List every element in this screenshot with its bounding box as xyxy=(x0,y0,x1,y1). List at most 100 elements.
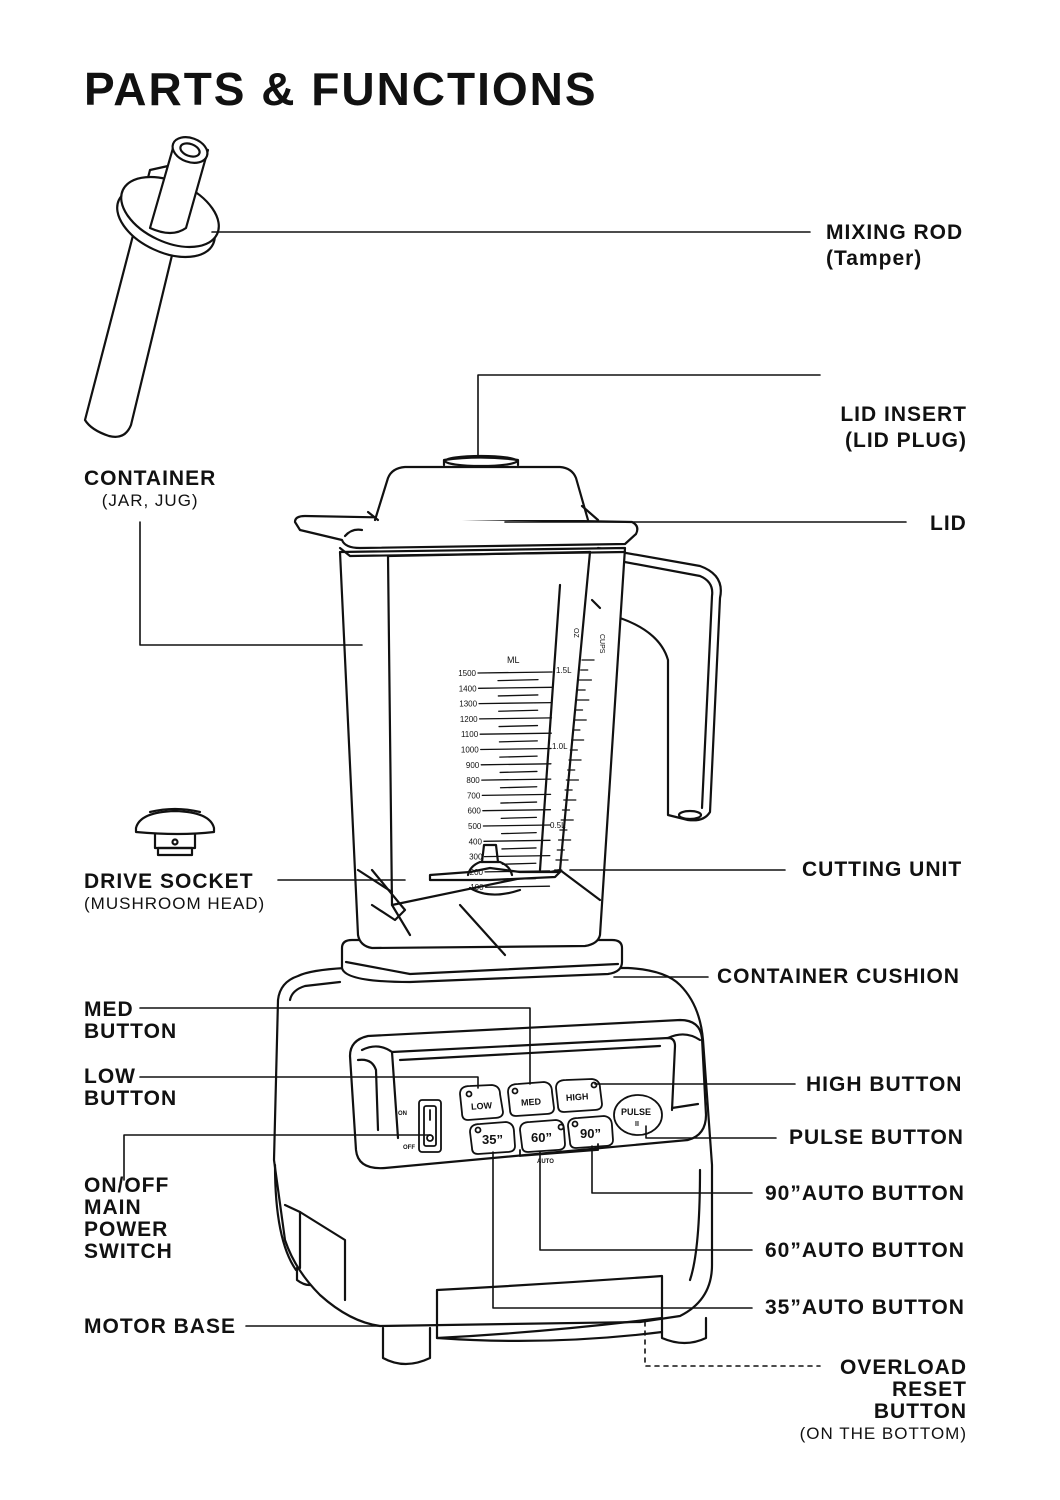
leader-auto35 xyxy=(492,1151,753,1309)
high-button-label: HIGH xyxy=(566,1091,589,1103)
label-drive-socket: DRIVE SOCKET (MUSHROOM HEAD) xyxy=(84,870,266,914)
label-drive-socket-sub: (MUSHROOM HEAD) xyxy=(84,894,266,914)
ml-tick xyxy=(482,824,551,827)
drive-socket-illustration xyxy=(134,807,216,857)
ml-tick xyxy=(480,763,552,766)
auto35-button[interactable] xyxy=(469,1121,516,1155)
leader-lines xyxy=(123,231,907,1367)
ml-half-tick xyxy=(499,770,538,774)
med-button[interactable] xyxy=(507,1081,555,1117)
auto90-button[interactable] xyxy=(567,1115,614,1149)
control-panel xyxy=(418,1078,663,1157)
auto-panel-label: AUTO xyxy=(537,1159,554,1165)
leader-auto90 xyxy=(591,1145,753,1194)
ml-mark-label: 400 xyxy=(469,837,483,846)
power-switch[interactable] xyxy=(418,1099,442,1153)
ml-half-tick xyxy=(500,832,537,835)
scale-unit-oz: OZ xyxy=(572,628,579,638)
switch-off-label: OFF xyxy=(403,1145,415,1151)
label-low-button: LOW BUTTON xyxy=(84,1065,178,1111)
ml-half-tick xyxy=(501,847,537,850)
switch-on-label: ON xyxy=(398,1111,407,1117)
scale-text: ML OZ CUPS 15001400130012001100100090080… xyxy=(458,628,605,892)
ml-half-tick xyxy=(499,755,538,758)
ml-tick xyxy=(481,793,552,797)
ml-half-tick xyxy=(499,786,538,789)
measurement-scale xyxy=(477,659,595,888)
ml-mark-label: 300 xyxy=(469,853,483,862)
ml-mark-label: 200 xyxy=(470,868,484,877)
ml-mark-label: 700 xyxy=(467,791,481,800)
ml-mark-label: 1000 xyxy=(461,746,479,755)
ml-mark-label: 1300 xyxy=(459,700,477,709)
label-med-button: MED BUTTON xyxy=(84,998,178,1044)
label-cutting-unit: CUTTING UNIT xyxy=(802,858,963,881)
container-cushion-illustration xyxy=(340,938,624,984)
label-auto35-button: 35”AUTO BUTTON xyxy=(765,1296,965,1319)
label-overload-reset: OVERLOAD RESET BUTTON (ON THE BOTTOM) xyxy=(799,1356,967,1444)
ml-tick xyxy=(484,885,551,888)
label-container-sub: (JAR, JUG) xyxy=(101,491,199,511)
high-button[interactable] xyxy=(555,1078,603,1113)
low-button[interactable] xyxy=(459,1084,504,1121)
leader-overload-reset xyxy=(644,1321,821,1367)
label-lid-insert: LID INSERT (LID PLUG) xyxy=(840,402,967,455)
low-button-label: LOW xyxy=(471,1100,493,1111)
leader-power xyxy=(123,1134,431,1181)
leader-lid-insert xyxy=(477,374,821,456)
label-container: CONTAINER (JAR, JUG) xyxy=(84,467,217,511)
leader-auto60 xyxy=(539,1151,753,1251)
label-auto90-button: 90”AUTO BUTTON xyxy=(765,1182,965,1205)
ml-tick xyxy=(483,854,551,858)
leader-low xyxy=(139,1076,479,1089)
ml-mark-label: 600 xyxy=(468,807,482,816)
ml-mark-label: 1100 xyxy=(461,730,479,739)
label-auto60-button: 60”AUTO BUTTON xyxy=(765,1239,965,1262)
label-mixing-rod: MIXING ROD (Tamper) xyxy=(826,221,964,271)
ml-mark-label: 1400 xyxy=(459,684,477,693)
ml-mark-label: 900 xyxy=(466,761,480,770)
ml-tick xyxy=(478,701,553,705)
ml-half-tick xyxy=(500,801,538,804)
ml-mark-label: 100 xyxy=(470,883,484,892)
label-on-off-switch: ON/OFF MAIN POWER SWITCH xyxy=(84,1174,173,1264)
ml-tick xyxy=(478,717,553,720)
ml-tick xyxy=(484,870,551,873)
liter-mark-label: 0.5L xyxy=(550,821,566,830)
auto60-button[interactable] xyxy=(519,1119,566,1153)
ml-half-tick xyxy=(498,709,539,712)
ml-mark-label: 1500 xyxy=(458,669,476,678)
liter-mark-label: 1.5L xyxy=(556,666,572,675)
ml-half-tick xyxy=(500,816,538,819)
scale-unit-ml: ML xyxy=(507,655,520,665)
ml-tick xyxy=(482,809,552,812)
label-pulse-button: PULSE BUTTON xyxy=(789,1126,964,1149)
mixing-rod-illustration xyxy=(83,136,220,438)
auto60-button-label: 60” xyxy=(531,1130,552,1145)
ml-half-tick xyxy=(498,740,538,743)
leader-pulse xyxy=(645,1125,777,1139)
ml-half-tick xyxy=(501,862,537,865)
ml-tick xyxy=(480,747,552,751)
label-high-button: HIGH BUTTON xyxy=(806,1073,963,1096)
page-title: PARTS & FUNCTIONS xyxy=(84,63,598,115)
pulse-button[interactable] xyxy=(613,1094,663,1136)
ml-tick xyxy=(481,778,552,781)
ml-tick xyxy=(477,686,553,689)
ml-half-tick xyxy=(497,694,539,697)
label-container-cushion: CONTAINER CUSHION xyxy=(717,965,960,988)
liter-mark-label: 1.0L xyxy=(552,742,568,751)
label-lid-insert-sub: (LID PLUG) xyxy=(845,429,967,453)
ml-tick xyxy=(479,732,552,735)
scale-unit-cups: CUPS xyxy=(598,634,605,654)
ml-mark-label: 800 xyxy=(466,776,480,785)
label-lid: LID xyxy=(930,512,967,535)
auto35-button-label: 35” xyxy=(482,1132,503,1147)
leader-med xyxy=(139,1007,531,1085)
ml-half-tick xyxy=(497,679,539,682)
auto90-button-label: 90” xyxy=(580,1126,601,1141)
leader-container xyxy=(139,521,363,646)
container-illustration xyxy=(293,454,722,957)
